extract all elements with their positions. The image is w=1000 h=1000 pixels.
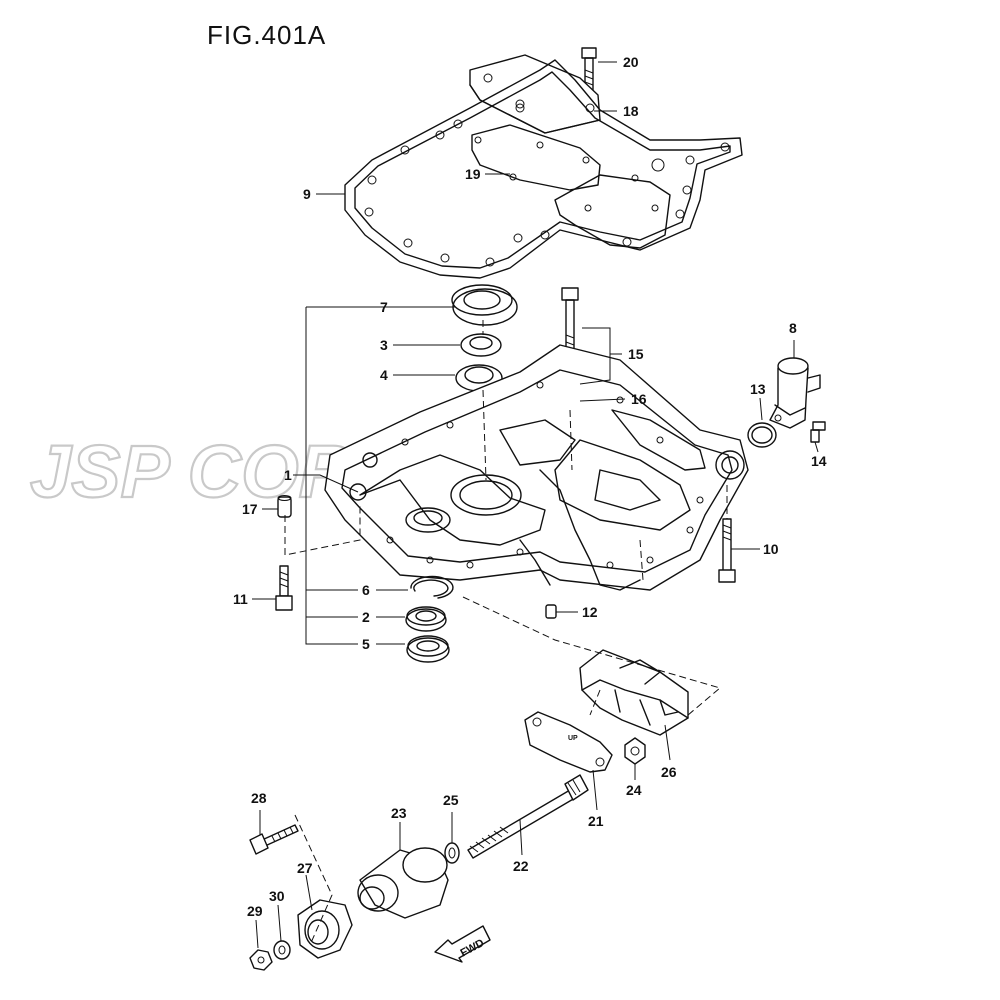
callout-27: 27 (297, 860, 313, 876)
fwd-arrow: FWD (434, 925, 491, 963)
part-28-bolt (249, 824, 299, 855)
part-2-bearing (405, 606, 447, 632)
callout-15: 15 (628, 346, 644, 362)
callout-28: 28 (251, 790, 267, 806)
callout-14: 14 (811, 453, 827, 469)
part-5-bearing (406, 635, 450, 663)
part-26-mount (579, 649, 689, 736)
part-13-o-ring (747, 422, 777, 448)
svg-text:UP: UP (568, 735, 578, 742)
callout-3: 3 (380, 337, 388, 353)
callout-21: 21 (588, 813, 604, 829)
callout-22: 22 (513, 858, 529, 874)
part-10-bolt (718, 518, 736, 583)
callout-5: 5 (362, 636, 370, 652)
callout-23: 23 (391, 805, 407, 821)
part-25-washer (444, 842, 460, 864)
callout-8: 8 (789, 320, 797, 336)
part-6-circlip (410, 575, 454, 599)
callout-17: 17 (242, 501, 258, 517)
callout-26: 26 (661, 764, 677, 780)
callout-1: 1 (284, 467, 292, 483)
callout-4: 4 (380, 367, 388, 383)
callout-7: 7 (380, 299, 388, 315)
part-27-bracket (297, 899, 353, 959)
callout-24: 24 (626, 782, 642, 798)
part-17-pin (277, 495, 292, 518)
part-9-gasket (344, 59, 743, 279)
callout-6: 6 (362, 582, 370, 598)
part-11-bolt (275, 565, 293, 611)
part-21-plate: UP (524, 711, 613, 773)
part-18-cover (469, 54, 601, 134)
part-24-nut (624, 737, 646, 765)
part-8-housing (769, 357, 821, 429)
callout-18: 18 (623, 103, 639, 119)
part-29-nut (249, 949, 273, 971)
part-23-rubber-mount (357, 847, 449, 919)
callout-9: 9 (303, 186, 311, 202)
callout-13: 13 (750, 381, 766, 397)
callout-12: 12 (582, 604, 598, 620)
part-22-long-bolt (467, 774, 589, 859)
callout-30: 30 (269, 888, 285, 904)
figure-title: FIG.401A (207, 20, 327, 50)
part-12-pin (545, 604, 557, 619)
callout-16: 16 (631, 391, 647, 407)
dashed-alignment-lines (284, 320, 728, 946)
part-30-washer (273, 940, 291, 960)
callout-labels: 20 18 19 9 7 3 4 1 17 11 6 2 5 15 16 8 1… (233, 54, 827, 919)
callout-10: 10 (763, 541, 779, 557)
callout-19: 19 (465, 166, 481, 182)
callout-2: 2 (362, 609, 370, 625)
callout-29: 29 (247, 903, 263, 919)
callout-11: 11 (233, 591, 248, 607)
callout-20: 20 (623, 54, 639, 70)
callout-25: 25 (443, 792, 459, 808)
leader-lines (252, 61, 819, 949)
part-7-oil-seal (451, 284, 518, 326)
part-3-seal (460, 333, 502, 357)
part-1-frame (324, 344, 749, 591)
part-14-bolt (810, 421, 826, 443)
